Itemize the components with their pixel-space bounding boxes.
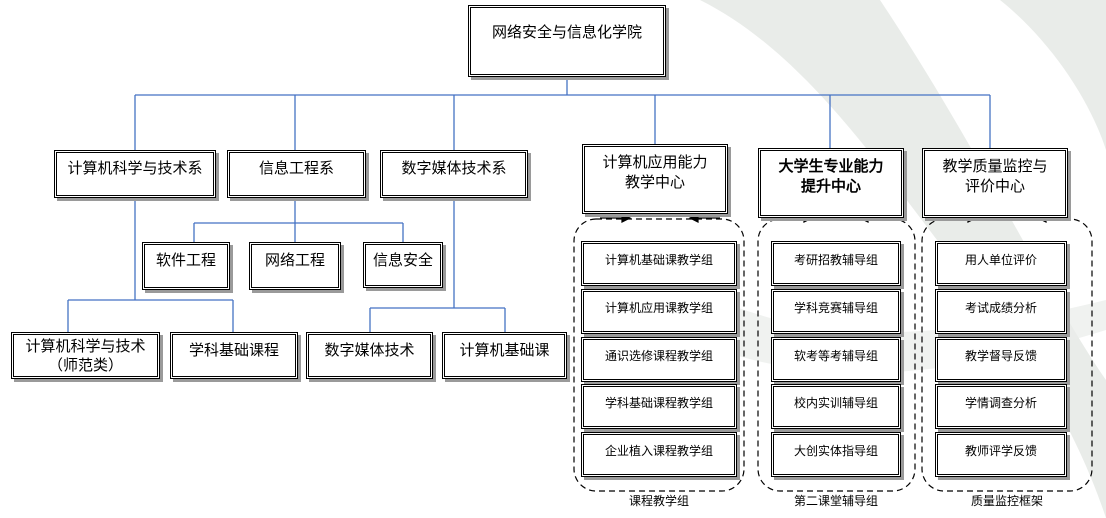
center-stu-line1: 大学生专业能力 bbox=[778, 157, 884, 175]
root-label: 网络安全与信息化学院 bbox=[491, 23, 642, 41]
second-item-1[interactable]: 学科竞赛辅导组 bbox=[773, 291, 899, 332]
course-item-label: 计算机基础课教学组 bbox=[604, 253, 713, 267]
center-stu-line2: 提升中心 bbox=[800, 177, 861, 195]
root-box[interactable]: 网络安全与信息化学院 bbox=[470, 7, 664, 75]
course-item-2[interactable]: 通识选修课程教学组 bbox=[583, 339, 735, 380]
major-is-label: 信息安全 bbox=[372, 251, 433, 269]
quality-item-label: 教师评学反馈 bbox=[964, 444, 1037, 458]
quality-group-frame bbox=[921, 218, 1093, 492]
center-qa-line1: 教学质量监控与 bbox=[942, 157, 1048, 175]
second-item-label: 大创实体指导组 bbox=[793, 444, 878, 458]
center-qa-line2: 评价中心 bbox=[964, 177, 1025, 195]
quality-item-label: 学情调查分析 bbox=[964, 396, 1037, 410]
quality-item-2[interactable]: 教学督导反馈 bbox=[937, 339, 1065, 380]
major-dmt-label: 数字媒体技术 bbox=[324, 341, 415, 359]
second-item-label: 学科竞赛辅导组 bbox=[793, 301, 878, 315]
dept-dm-label: 数字媒体技术系 bbox=[401, 159, 507, 177]
second-item-label: 校内实训辅导组 bbox=[793, 396, 878, 410]
course-item-3[interactable]: 学科基础课程教学组 bbox=[583, 386, 735, 427]
major-cst-box[interactable]: 计算机科学与技术 （师范类） bbox=[13, 334, 158, 377]
major-cbase-label: 计算机基础课 bbox=[459, 341, 550, 359]
course-item-label: 企业植入课程教学组 bbox=[604, 444, 713, 458]
major-ne-label: 网络工程 bbox=[264, 251, 325, 269]
course-item-0[interactable]: 计算机基础课教学组 bbox=[583, 243, 735, 284]
quality-item-3[interactable]: 学情调查分析 bbox=[937, 386, 1065, 427]
second-item-0[interactable]: 考研招教辅导组 bbox=[773, 243, 899, 284]
quality-item-label: 考试成绩分析 bbox=[964, 301, 1037, 315]
center-qa-box[interactable]: 教学质量监控与 评价中心 bbox=[924, 150, 1066, 216]
major-base-box[interactable]: 学科基础课程 bbox=[172, 334, 296, 377]
major-dmt-box[interactable]: 数字媒体技术 bbox=[308, 334, 431, 377]
course-item-label: 通识选修课程教学组 bbox=[604, 349, 713, 363]
course-item-label: 学科基础课程教学组 bbox=[604, 396, 713, 410]
second-group-label: 第二课堂辅导组 bbox=[793, 494, 878, 508]
dept-dm-box[interactable]: 数字媒体技术系 bbox=[382, 152, 526, 196]
center-app-line1: 计算机应用能力 bbox=[602, 153, 708, 171]
quality-item-0[interactable]: 用人单位评价 bbox=[937, 243, 1065, 284]
second-item-label: 软考等考辅导组 bbox=[793, 349, 878, 363]
dept-ie-label: 信息工程系 bbox=[258, 159, 334, 177]
second-item-2[interactable]: 软考等考辅导组 bbox=[773, 339, 899, 380]
course-item-1[interactable]: 计算机应用课教学组 bbox=[583, 291, 735, 332]
frame-arrows bbox=[600, 213, 1066, 223]
second-item-label: 考研招教辅导组 bbox=[793, 253, 878, 267]
major-is-box[interactable]: 信息安全 bbox=[365, 244, 441, 286]
dept-ie-box[interactable]: 信息工程系 bbox=[229, 152, 364, 196]
major-base-label: 学科基础课程 bbox=[188, 341, 279, 359]
major-cst-line1: 计算机科学与技术 bbox=[25, 337, 146, 355]
second-group-frame bbox=[757, 218, 916, 492]
center-stu-box[interactable]: 大学生专业能力 提升中心 bbox=[760, 150, 902, 216]
quality-group-label: 质量监控框架 bbox=[970, 494, 1043, 508]
connector-lines bbox=[67, 76, 991, 333]
course-group-label: 课程教学组 bbox=[628, 494, 689, 508]
second-item-4[interactable]: 大创实体指导组 bbox=[773, 434, 899, 475]
major-cbase-box[interactable]: 计算机基础课 bbox=[444, 334, 565, 377]
dept-cs-box[interactable]: 计算机科学与技术系 bbox=[56, 152, 214, 196]
course-item-label: 计算机应用课教学组 bbox=[604, 301, 713, 315]
major-ne-box[interactable]: 网络工程 bbox=[251, 244, 339, 288]
major-cst-line2: （师范类） bbox=[47, 356, 123, 374]
course-item-4[interactable]: 企业植入课程教学组 bbox=[583, 434, 735, 475]
quality-item-label: 用人单位评价 bbox=[964, 253, 1037, 267]
dept-cs-label: 计算机科学与技术系 bbox=[67, 159, 203, 177]
group-frames bbox=[573, 218, 1093, 492]
center-app-line2: 教学中心 bbox=[624, 173, 685, 191]
quality-item-1[interactable]: 考试成绩分析 bbox=[937, 291, 1065, 332]
center-app-box[interactable]: 计算机应用能力 教学中心 bbox=[584, 146, 726, 212]
second-item-3[interactable]: 校内实训辅导组 bbox=[773, 386, 899, 427]
course-group-frame bbox=[573, 218, 745, 492]
major-se-box[interactable]: 软件工程 bbox=[144, 244, 228, 288]
quality-item-label: 教学督导反馈 bbox=[964, 349, 1037, 363]
quality-item-4[interactable]: 教师评学反馈 bbox=[937, 434, 1065, 475]
major-se-label: 软件工程 bbox=[155, 251, 216, 269]
